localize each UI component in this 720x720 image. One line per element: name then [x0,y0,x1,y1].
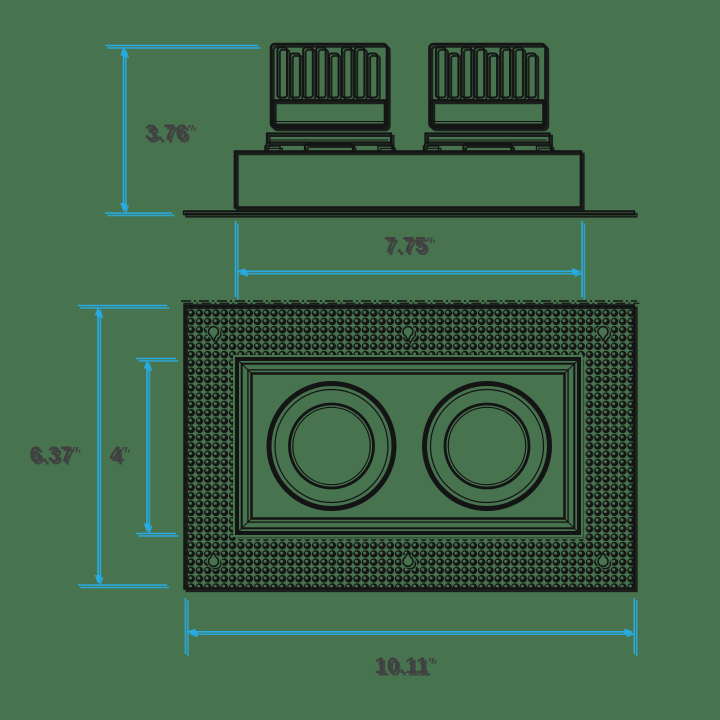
svg-text:7.75″: 7.75″ [384,233,433,258]
svg-text:6.37″: 6.37″ [30,442,79,467]
svg-text:10.11″: 10.11″ [375,653,435,678]
svg-text:3.76″: 3.76″ [145,120,194,145]
